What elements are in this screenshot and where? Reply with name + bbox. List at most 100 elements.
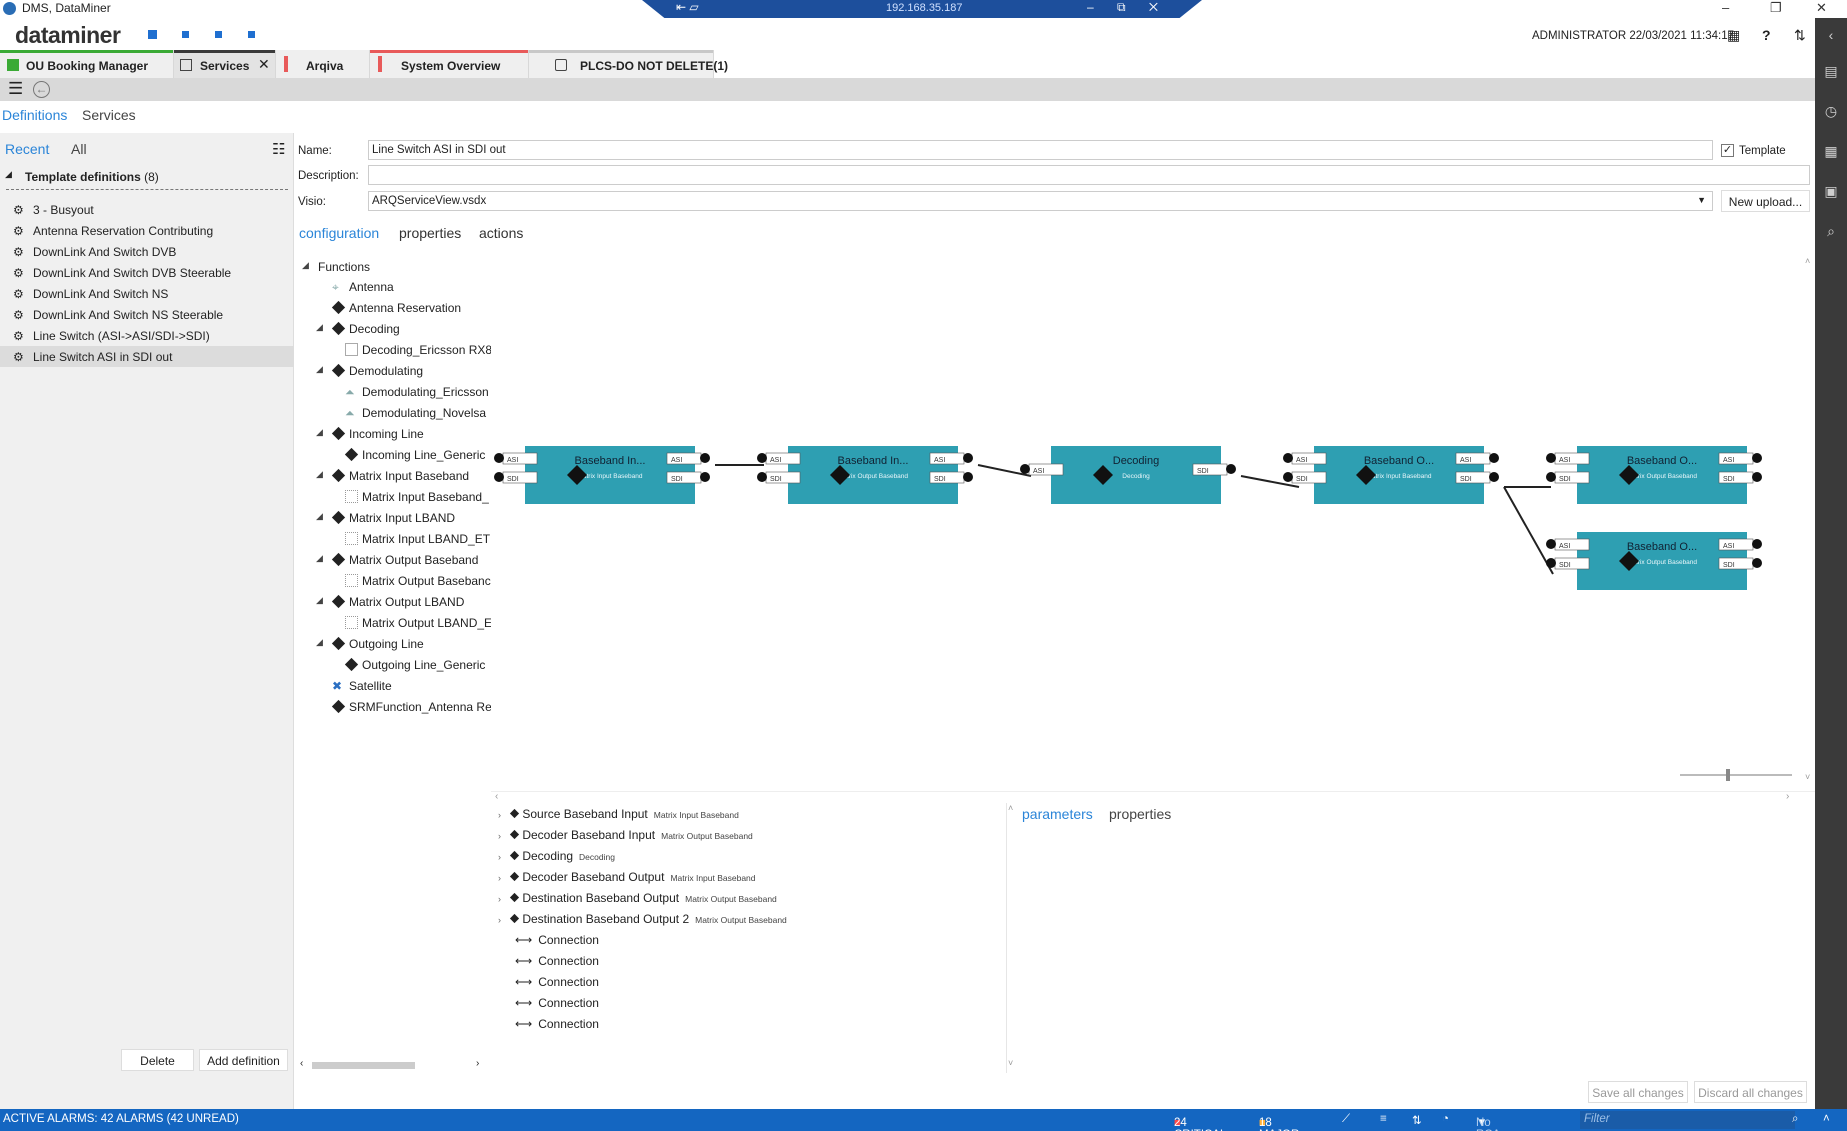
port-connector[interactable] <box>963 453 973 463</box>
template-item[interactable]: ⚙DownLink And Switch NS <box>0 283 294 304</box>
remote-session-bar[interactable]: ⇤ ⏥ 192.168.35.187 – ⧉ ✕ <box>642 0 1202 18</box>
alarm-filter-input[interactable]: Filter <box>1580 1111 1795 1129</box>
function-item[interactable]: ◢Matrix Input LBAND <box>298 507 491 528</box>
help-icon[interactable]: ? <box>1762 27 1771 43</box>
tree-view-icon[interactable]: ☷ <box>272 141 286 158</box>
remote-window-controls[interactable]: – ⧉ ✕ <box>1086 0 1168 14</box>
port-connector[interactable] <box>1020 464 1030 474</box>
restore-icon[interactable]: ❐ <box>1770 0 1782 15</box>
collapse-arrow-icon[interactable]: ◢ <box>316 637 323 647</box>
function-item[interactable]: Matrix Input LBAND_ET <box>298 528 491 549</box>
apps-icon[interactable]: ▦ <box>1824 143 1838 159</box>
port-connector[interactable] <box>494 472 504 482</box>
template-checkbox[interactable]: ✓ <box>1721 144 1734 157</box>
menu-icon[interactable]: ☰ <box>8 79 24 98</box>
tab-detail-properties[interactable]: properties <box>1109 806 1172 822</box>
port-connector[interactable] <box>1752 453 1762 463</box>
function-item[interactable]: SRMFunction_Antenna Res <box>298 696 491 717</box>
diagram-node[interactable]: Baseband O...Matrix Output BasebandASISD… <box>1546 446 1762 504</box>
collapse-arrow-icon[interactable]: ◢ <box>302 260 309 270</box>
collapse-arrow-icon[interactable]: ◢ <box>316 364 323 374</box>
port-connector[interactable] <box>1489 472 1499 482</box>
delete-button[interactable]: Delete <box>121 1049 194 1071</box>
function-item[interactable]: ◢Matrix Output Baseband <box>298 549 491 570</box>
expand-icon[interactable]: › <box>498 852 501 862</box>
tab-parameters[interactable]: parameters <box>1022 806 1093 822</box>
minimize-icon[interactable]: – <box>1722 0 1730 15</box>
add-definition-button[interactable]: Add definition <box>199 1049 288 1071</box>
function-item[interactable]: ✖Satellite <box>298 675 491 696</box>
grid-icon[interactable]: ▦ <box>1727 27 1741 43</box>
port-connector[interactable] <box>1752 539 1762 549</box>
tab-configuration[interactable]: configuration <box>299 225 380 241</box>
name-input[interactable]: Line Switch ASI in SDI out <box>368 140 1713 160</box>
tab-all[interactable]: All <box>71 141 87 157</box>
template-item[interactable]: ⚙3 - Busyout <box>0 199 294 220</box>
tab-ou-booking-manager[interactable]: OU Booking Manager <box>0 50 174 78</box>
search-icon[interactable]: ⌕ <box>1792 1113 1799 1125</box>
list-icon[interactable]: ≡ <box>1380 1113 1387 1125</box>
template-item[interactable]: ⚙Antenna Reservation Contributing <box>0 220 294 241</box>
scroll-right-icon[interactable]: › <box>1786 791 1790 802</box>
expand-up-icon[interactable]: ˄ <box>1823 1113 1830 1125</box>
port-connector[interactable] <box>1546 539 1556 549</box>
scroll-left-icon[interactable]: ‹ <box>300 1058 304 1069</box>
diagram-node[interactable]: Baseband In...Matrix Output BasebandASIS… <box>757 446 973 504</box>
canvas-hscroll[interactable]: ‹ › <box>491 791 1815 803</box>
remote-pin-icon[interactable]: ⇤ ⏥ <box>676 0 699 14</box>
port-connector[interactable] <box>1752 558 1762 568</box>
function-item[interactable]: ⌖Antenna <box>298 276 491 297</box>
collapse-arrow-icon[interactable]: ◢ <box>5 169 12 179</box>
port-connector[interactable] <box>494 453 504 463</box>
diagram-svg[interactable]: Baseband In...Matrix Input BasebandASISD… <box>491 254 1802 791</box>
close-tab-icon[interactable]: ✕ <box>258 56 270 72</box>
function-item[interactable]: ◢Matrix Output LBAND <box>298 591 491 612</box>
port-connector[interactable] <box>757 472 767 482</box>
tab-properties[interactable]: properties <box>399 225 462 241</box>
port-connector[interactable] <box>1226 464 1236 474</box>
expand-icon[interactable]: › <box>498 915 501 925</box>
scrollbar-thumb[interactable] <box>312 1062 415 1069</box>
layout-icon[interactable]: ▣ <box>1824 183 1838 199</box>
sync-icon[interactable]: ⇅ <box>1794 27 1806 43</box>
services-link[interactable]: Services <box>82 107 136 123</box>
function-item[interactable]: Outgoing Line_Generic <box>298 654 491 675</box>
collapse-arrow-icon[interactable]: ◢ <box>316 322 323 332</box>
collapse-arrow-icon[interactable]: ◢ <box>316 595 323 605</box>
discard-all-button[interactable]: Discard all changes <box>1694 1081 1807 1103</box>
function-item[interactable]: Incoming Line_Generic <box>298 444 491 465</box>
pie-icon[interactable]: ◔ <box>1442 1113 1449 1125</box>
function-item[interactable]: ◢Matrix Input Baseband <box>298 465 491 486</box>
scroll-down-icon[interactable]: ˅ <box>1008 1058 1014 1068</box>
history-icon[interactable]: ◷ <box>1824 103 1838 119</box>
collapse-arrow-icon[interactable]: ◢ <box>316 553 323 563</box>
function-item[interactable]: Matrix Input Baseband_ <box>298 486 491 507</box>
description-input[interactable] <box>368 165 1810 185</box>
active-alarms[interactable]: ACTIVE ALARMS: 42 ALARMS (42 UNREAD) <box>3 1113 239 1125</box>
definitions-link[interactable]: Definitions <box>2 107 68 123</box>
collapse-arrow-icon[interactable]: ◢ <box>316 427 323 437</box>
scroll-right-icon[interactable]: › <box>476 1058 480 1069</box>
function-item[interactable]: ◢Demodulating <box>298 360 491 381</box>
tab-plcs[interactable]: PLCS-DO NOT DELETE(1) <box>529 50 728 78</box>
card-icon[interactable]: ▤ <box>1824 63 1838 79</box>
expand-icon[interactable]: › <box>498 831 501 841</box>
zoom-thumb[interactable] <box>1726 769 1730 781</box>
connection-line[interactable] <box>977 464 1032 477</box>
function-item[interactable]: Matrix Output Basebanc <box>298 570 491 591</box>
diagram-node[interactable]: Baseband In...Matrix Input BasebandASISD… <box>494 446 710 504</box>
collapse-arrow-icon[interactable]: ◢ <box>316 469 323 479</box>
function-item[interactable]: ◢Decoding <box>298 318 491 339</box>
sort-icon[interactable]: ⇅ <box>1412 1115 1422 1127</box>
function-item[interactable]: Antenna Reservation <box>298 297 491 318</box>
port-connector[interactable] <box>1546 472 1556 482</box>
zoom-slider[interactable] <box>1680 769 1792 781</box>
tab-system-overview[interactable]: System Overview <box>370 50 529 78</box>
